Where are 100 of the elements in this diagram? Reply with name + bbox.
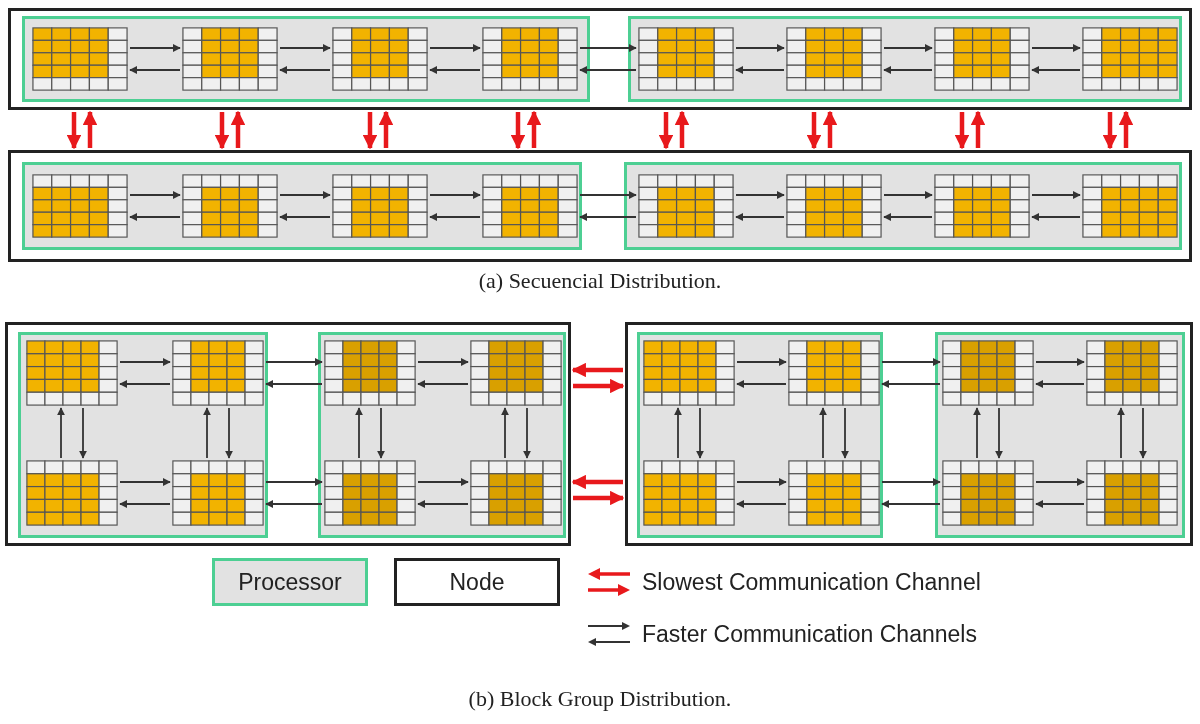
arrow	[429, 65, 481, 75]
arrow	[129, 43, 181, 53]
arrow	[881, 499, 941, 509]
arrow	[579, 65, 637, 75]
arrow	[1031, 190, 1081, 200]
arrow	[119, 379, 171, 389]
arrow	[579, 212, 637, 222]
matrix-grid	[182, 27, 278, 91]
arrow	[658, 112, 674, 150]
arrow	[362, 112, 378, 150]
figure-caption: (a) Secuencial Distribution.	[477, 268, 723, 294]
arrow	[1118, 110, 1134, 148]
arrow	[526, 110, 542, 148]
arrow	[214, 112, 230, 150]
arrow	[265, 357, 323, 367]
matrix-grid	[32, 27, 128, 91]
arrow	[354, 407, 364, 459]
arrow	[883, 212, 933, 222]
arrow	[1031, 43, 1081, 53]
processor-box	[637, 332, 883, 538]
matrix-grid	[788, 460, 880, 526]
arrow	[279, 65, 331, 75]
matrix-grid	[1086, 460, 1178, 526]
matrix-grid	[470, 460, 562, 526]
arrow	[202, 407, 212, 459]
arrow	[573, 490, 625, 506]
arrow	[695, 407, 705, 459]
arrow	[429, 43, 481, 53]
legend-label: Slowest Communication Channel	[642, 568, 981, 596]
arrow	[119, 477, 171, 487]
arrow	[522, 407, 532, 459]
arrow	[840, 407, 850, 459]
arrow	[82, 110, 98, 148]
arrow	[883, 43, 933, 53]
arrow	[970, 110, 986, 148]
matrix-grid	[26, 340, 118, 406]
arrow	[735, 43, 785, 53]
arrow	[119, 499, 171, 509]
legend-label: Node	[449, 568, 505, 596]
arrow	[673, 407, 683, 459]
arrow	[736, 379, 787, 389]
arrow	[66, 112, 82, 150]
matrix-grid	[182, 174, 278, 238]
legend-label: Processor	[238, 568, 342, 596]
arrow	[954, 112, 970, 150]
matrix-grid	[942, 460, 1034, 526]
arrow	[230, 110, 246, 148]
arrow	[279, 43, 331, 53]
arrow	[417, 357, 469, 367]
matrix-grid	[643, 340, 735, 406]
arrow	[881, 357, 941, 367]
matrix-grid	[934, 174, 1030, 238]
matrix-grid	[934, 27, 1030, 91]
arrow	[1031, 212, 1081, 222]
arrow	[1031, 65, 1081, 75]
arrow	[571, 362, 623, 378]
processor-box	[624, 162, 1182, 250]
processor-box	[628, 16, 1182, 102]
arrow	[881, 477, 941, 487]
matrix-grid	[942, 340, 1034, 406]
matrix-grid	[172, 460, 264, 526]
arrow	[571, 474, 623, 490]
arrow	[573, 378, 625, 394]
arrow	[429, 212, 481, 222]
matrix-grid	[786, 174, 882, 238]
arrow	[129, 190, 181, 200]
arrow	[1102, 112, 1118, 150]
arrow	[1035, 357, 1085, 367]
arrow	[579, 190, 637, 200]
arrow	[735, 212, 785, 222]
matrix-grid	[32, 174, 128, 238]
matrix-grid	[332, 174, 428, 238]
arrow	[510, 112, 526, 150]
arrow	[265, 379, 323, 389]
arrow	[994, 407, 1004, 459]
arrow	[674, 110, 690, 148]
node-frame	[8, 150, 1192, 262]
arrow	[119, 357, 171, 367]
legend-label: Faster Communication Channels	[642, 620, 977, 648]
matrix-grid	[788, 340, 880, 406]
arrow	[579, 43, 637, 53]
arrow	[735, 190, 785, 200]
arrow	[56, 407, 66, 459]
processor-box	[22, 16, 590, 102]
arrow	[736, 499, 787, 509]
arrow	[818, 407, 828, 459]
arrow	[265, 477, 323, 487]
arrow	[736, 357, 787, 367]
matrix-grid	[1082, 27, 1178, 91]
processor-box	[935, 332, 1185, 538]
arrow	[972, 407, 982, 459]
arrow	[129, 212, 181, 222]
arrow	[1138, 407, 1148, 459]
matrix-grid	[26, 460, 118, 526]
matrix-grid	[638, 27, 734, 91]
matrix-grid	[172, 340, 264, 406]
node-frame	[625, 322, 1193, 546]
arrow	[1116, 407, 1126, 459]
arrow	[429, 190, 481, 200]
processor-box	[22, 162, 582, 250]
